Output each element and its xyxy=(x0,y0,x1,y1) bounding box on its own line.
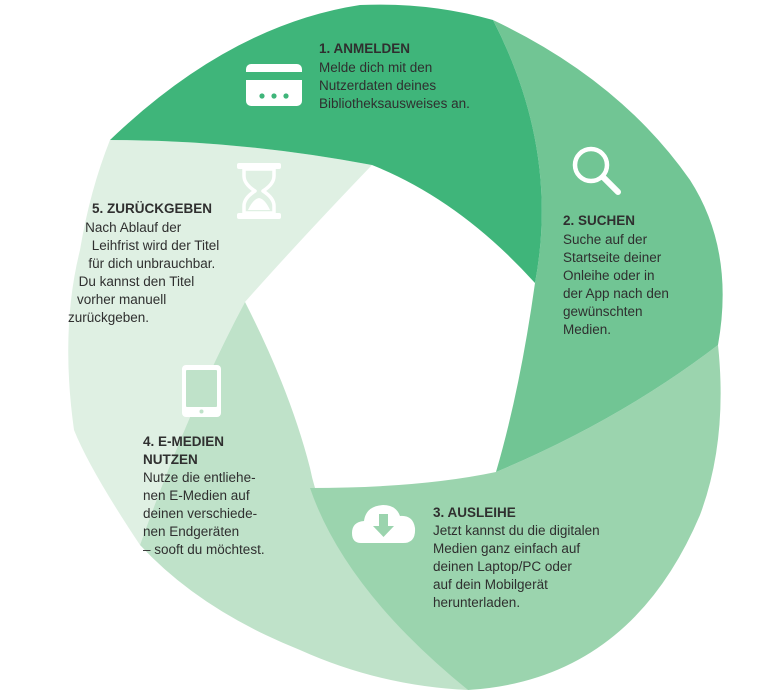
step-4-title-line: NUTZEN xyxy=(143,452,198,467)
step-2-body: Suche auf der Startseite deiner Onleihe … xyxy=(563,232,673,337)
step-3-line: Medien ganz einfach auf xyxy=(433,541,580,556)
step-5-line: zurückgeben. xyxy=(68,310,149,325)
step-4-line: Nutze die entliehe- xyxy=(143,470,256,485)
cloud-download-icon xyxy=(352,505,416,543)
segment-step-2 xyxy=(493,20,723,472)
step-2-line: gewünschten xyxy=(563,304,643,319)
step-5-title: 5. ZURÜCKGEBEN xyxy=(92,201,212,216)
step-4-line: nen E-Medien auf xyxy=(143,488,250,503)
segment-step-5 xyxy=(68,140,372,545)
step-5-line: Leihfrist wird der Titel xyxy=(92,238,220,253)
step-1-body: Melde dich mit den Nutzerdaten deines Bi… xyxy=(319,60,470,111)
segment-step-4 xyxy=(140,302,468,690)
step-3-line: Jetzt kannst du die digitalen xyxy=(433,523,600,538)
step-4-line: deinen verschiede- xyxy=(143,506,257,521)
step-4-line: nen Endgeräten xyxy=(143,524,239,539)
step-5-line: für dich unbrauchbar. xyxy=(88,256,215,271)
step-4-title: 4. E-MEDIEN NUTZEN xyxy=(143,434,228,467)
step-2-line: Suche auf der xyxy=(563,232,648,247)
step-3-body: Jetzt kannst du die digitalen Medien gan… xyxy=(433,523,603,610)
tablet-icon xyxy=(182,365,221,417)
step-2-title: 2. SUCHEN xyxy=(563,213,635,228)
step-1-line: Melde dich mit den xyxy=(319,60,432,75)
step-2-line: Medien. xyxy=(563,322,611,337)
segment-step-1 xyxy=(110,4,542,283)
search-icon xyxy=(572,146,621,195)
hourglass-icon xyxy=(237,163,281,219)
step-1-line: Nutzerdaten deines xyxy=(319,78,436,93)
step-2-line: der App nach den xyxy=(563,286,669,301)
step-5-line: Du kannst den Titel xyxy=(79,274,195,289)
step-4-line: – sooft du möchtest. xyxy=(143,542,265,557)
step-5-line: vorher manuell xyxy=(77,292,166,307)
step-3-line: herunterladen. xyxy=(433,595,520,610)
step-3-line: deinen Laptop/PC oder xyxy=(433,559,572,574)
step-2-line: Onleihe oder in xyxy=(563,268,655,283)
step-4-body: Nutze die entliehe- nen E-Medien auf dei… xyxy=(143,470,265,557)
step-5-body: Nach Ablauf der Leihfrist wird der Titel… xyxy=(68,220,223,325)
step-5-line: Nach Ablauf der xyxy=(85,220,182,235)
step-3-line: auf dein Mobilgerät xyxy=(433,577,548,592)
step-1-line: Bibliotheksausweises an. xyxy=(319,96,470,111)
step-1-title: 1. ANMELDEN xyxy=(319,41,410,56)
step-3-title: 3. AUSLEIHE xyxy=(433,505,516,520)
id-card-icon xyxy=(246,64,302,106)
step-2-line: Startseite deiner xyxy=(563,250,662,265)
step-4-title-line: 4. E-MEDIEN xyxy=(143,434,224,449)
segment-step-3 xyxy=(310,345,721,690)
